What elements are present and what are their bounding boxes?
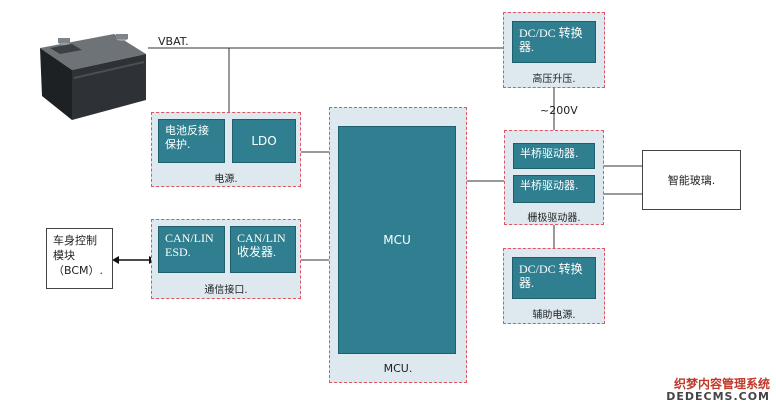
mcu-block: MCU <box>338 126 456 354</box>
voltage-label: ~200V <box>540 104 578 117</box>
bcm-box: 车身控制模块（BCM）. <box>46 228 113 289</box>
vbat-label: VBAT. <box>158 35 189 48</box>
mcu-caption: MCU. <box>383 362 413 375</box>
boost-group: DC/DC 转换器. 高压升压. <box>503 12 605 88</box>
ldo-block: LDO <box>232 119 296 163</box>
battery-icon <box>40 34 146 120</box>
boost-caption: 高压升压. <box>532 74 576 85</box>
aux-caption: 辅助电源. <box>532 310 576 321</box>
power-group: 电池反接保护. LDO 电源. <box>151 112 301 187</box>
watermark-line2: DEDECMS.COM <box>666 390 770 403</box>
reverse-protection-block: 电池反接保护. <box>158 119 225 163</box>
power-caption: 电源. <box>214 174 238 185</box>
watermark-line1: 织梦内容管理系统 <box>673 377 770 391</box>
smart-glass-label: 智能玻璃. <box>667 173 716 187</box>
aux-converter-block: DC/DC 转换器. <box>512 257 596 299</box>
mcu-group: MCU MCU. <box>329 107 467 383</box>
boost-converter-block: DC/DC 转换器. <box>512 21 596 63</box>
smart-glass-box: 智能玻璃. <box>642 150 741 210</box>
transceiver-block: CAN/LIN 收发器. <box>230 226 296 273</box>
half-bridge-driver-1-block: 半桥驱动器. <box>513 143 595 169</box>
gate-driver-group: 半桥驱动器. 半桥驱动器. 栅极驱动器. <box>504 130 604 225</box>
gate-driver-caption: 栅极驱动器. <box>527 213 581 224</box>
aux-power-group: DC/DC 转换器. 辅助电源. <box>503 248 605 324</box>
comm-caption: 通信接口. <box>204 285 248 296</box>
half-bridge-driver-2-block: 半桥驱动器. <box>513 175 595 203</box>
esd-block: CAN/LIN ESD. <box>158 226 225 273</box>
comm-group: CAN/LIN ESD. CAN/LIN 收发器. 通信接口. <box>151 219 301 299</box>
arrow-left-icon <box>112 256 119 264</box>
